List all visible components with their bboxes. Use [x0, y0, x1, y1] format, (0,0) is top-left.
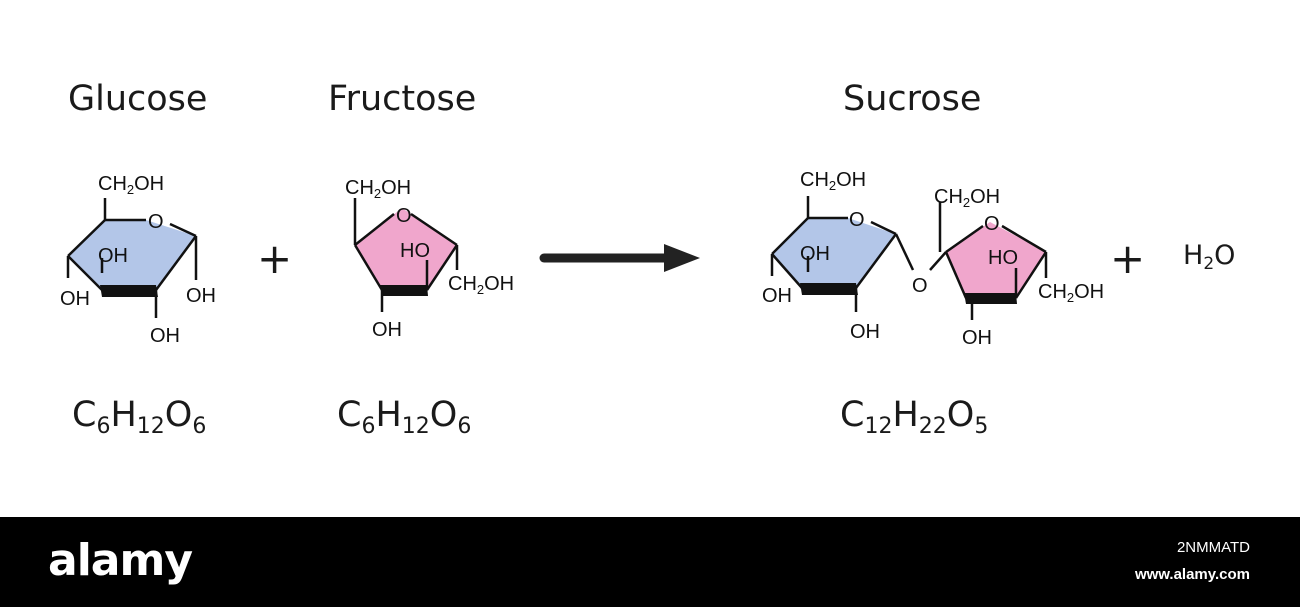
- fructose-ring-oxygen: O: [396, 205, 412, 227]
- sucrose-glc-oh-left: OH: [762, 285, 792, 307]
- sucrose-fru-oh-bottom: OH: [962, 327, 992, 349]
- sucrose-structure: CH2OH O OH OH OH O CH2OH O HO CH2OH OH: [762, 169, 1104, 349]
- sucrose-glc-ch2oh-label: CH2OH: [800, 169, 866, 193]
- water-formula: H2O: [1183, 240, 1236, 274]
- sucrose-formula: C12H22O5: [840, 395, 989, 439]
- glucose-oh-left: OH: [60, 288, 90, 310]
- site-url: www.alamy.com: [1134, 566, 1250, 583]
- brand-logo: alamy: [48, 535, 193, 586]
- fructose-title: Fructose: [328, 79, 477, 119]
- sucrose-title: Sucrose: [843, 79, 982, 119]
- reaction-arrow: [539, 244, 700, 272]
- watermark-banner: alamy 2NMMATD www.alamy.com: [0, 517, 1300, 607]
- fructose-ho-ring: HO: [400, 240, 430, 262]
- fructose-ch2oh-right-label: CH2OH: [448, 273, 514, 297]
- image-id: 2NMMATD: [1176, 539, 1250, 556]
- sucrose-fru-ring-oxygen: O: [984, 213, 1000, 235]
- glucose-ch2oh-label: CH2OH: [98, 173, 164, 197]
- fructose-ch2oh-top-label: CH2OH: [345, 177, 411, 201]
- glucose-structure: CH2OH O OH OH OH OH: [60, 173, 216, 347]
- plus-operator-products: +: [1110, 234, 1146, 283]
- glucose-oh-ring: OH: [98, 245, 128, 267]
- glucose-oh-right: OH: [186, 285, 216, 307]
- sucrose-fru-ho-ring: HO: [988, 247, 1018, 269]
- fructose-structure: CH2OH O HO CH2OH OH: [345, 177, 514, 341]
- glucose-ring-oxygen: O: [148, 211, 164, 233]
- fructose-formula: C6H12O6: [337, 395, 472, 439]
- sucrose-glc-oh-ring: OH: [800, 243, 830, 265]
- sucrose-glc-oh-bottom: OH: [850, 321, 880, 343]
- sucrose-fru-ch2oh-right-label: CH2OH: [1038, 281, 1104, 305]
- sucrose-glycosidic-oxygen: O: [912, 275, 928, 297]
- glucose-formula: C6H12O6: [72, 395, 207, 439]
- glucose-title: Glucose: [68, 79, 208, 119]
- plus-operator: +: [257, 234, 293, 283]
- fructose-oh-bottom: OH: [372, 319, 402, 341]
- glucose-oh-bottom: OH: [150, 325, 180, 347]
- sucrose-fru-ch2oh-top-label: CH2OH: [934, 186, 1000, 210]
- sucrose-glc-ring-oxygen: O: [849, 209, 865, 231]
- reaction-diagram: Glucose Fructose Sucrose CH2OH O OH OH O…: [60, 79, 1236, 439]
